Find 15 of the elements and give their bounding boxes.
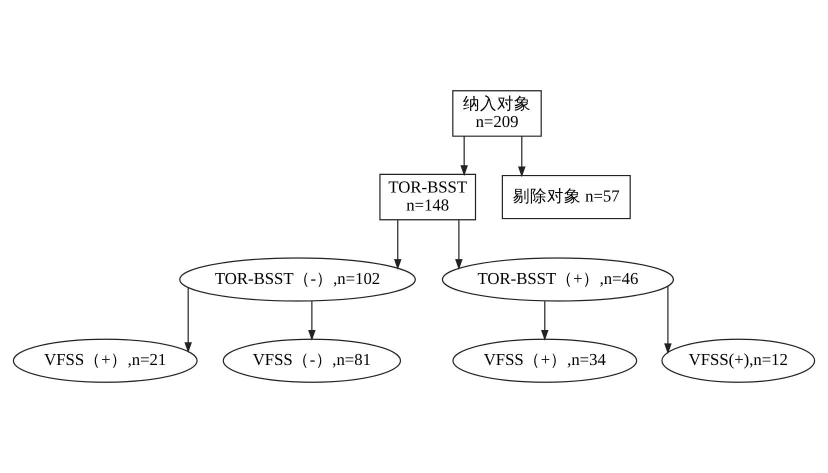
arrow	[308, 301, 316, 341]
node-box: TOR-BSST n=148	[379, 174, 476, 220]
arrow	[541, 301, 549, 341]
arrow	[664, 286, 672, 354]
arrow	[455, 220, 463, 270]
node-ellipse: VFSS（+）,n=34	[452, 338, 638, 383]
arrow	[460, 136, 468, 176]
arrow	[518, 136, 526, 178]
arrow	[184, 288, 192, 353]
arrow	[394, 220, 402, 270]
node-box: 剔除对象 n=57	[502, 174, 631, 220]
node-ellipse: VFSS（-）,n=81	[222, 338, 402, 383]
node-ellipse: VFSS(+),n=12	[661, 338, 816, 383]
node-box: 纳入对象 n=209	[452, 90, 542, 137]
node-ellipse: VFSS（+）,n=21	[12, 338, 198, 383]
